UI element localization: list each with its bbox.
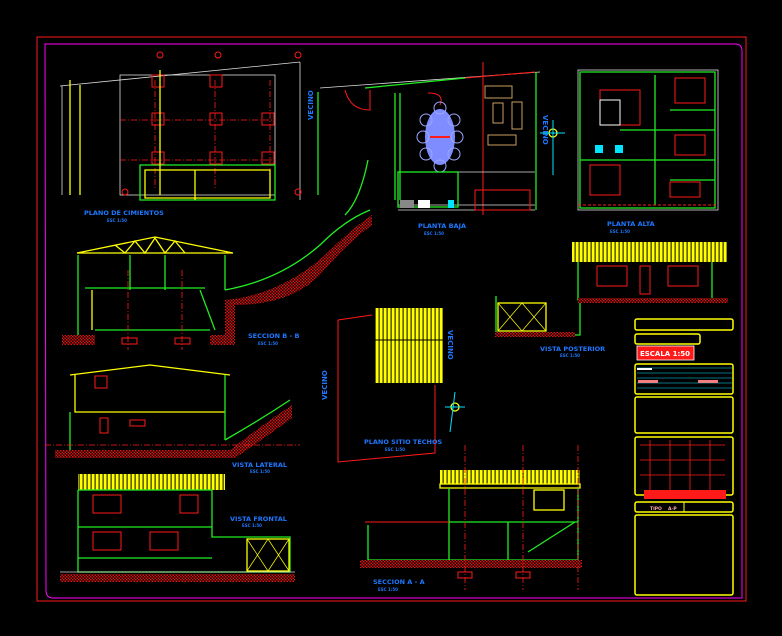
scale-note: ESC 1:50	[385, 447, 405, 452]
scale-note: ESC 1:50	[107, 218, 127, 223]
roof-site-plan: VECINO VECINO PLANO SITIO TECHOS ESC 1:5…	[321, 308, 465, 463]
ground-floor-plan: PLANTA BAJA ESC 1:50 VECINO	[317, 62, 565, 236]
view-title-section-aa: SECCION A - A	[373, 578, 425, 586]
neighbor-label: VECINO	[446, 330, 454, 360]
view-title-section-bb: SECCION B - B	[248, 332, 299, 340]
title-block-type-value: A-P	[668, 506, 677, 512]
title-block: ESCALA 1:50 TIPO A-P	[634, 318, 734, 596]
title-block-type-label: TIPO	[650, 506, 662, 512]
view-title-ground-floor: PLANTA BAJA	[418, 222, 466, 230]
neighbor-label: VECINO	[307, 90, 315, 120]
upper-floor-plan: PLANTA ALTA ESC 1:50	[577, 69, 719, 234]
section-aa: SECCION A - A ESC 1:50	[360, 445, 582, 592]
scale-box	[636, 345, 695, 361]
side-view: VISTA LATERAL ESC 1:50	[45, 364, 300, 474]
inner-frame	[44, 43, 743, 599]
scale-note: ESC 1:50	[610, 229, 630, 234]
scale-note: ESC 1:50	[250, 469, 270, 474]
scale-note: ESC 1:50	[424, 231, 444, 236]
title-block-scale: ESCALA 1:50	[640, 350, 690, 358]
view-title-upper-floor: PLANTA ALTA	[607, 220, 655, 228]
rear-view: VISTA POSTERIOR ESC 1:50	[495, 242, 728, 358]
section-bb: SECCION B - B ESC 1:50	[62, 209, 372, 350]
view-title-foundation-plan: PLANO DE CIMIENTOS	[84, 209, 164, 217]
neighbor-label: VECINO	[321, 370, 329, 400]
scale-note: ESC 1:50	[242, 523, 262, 528]
scale-note: ESC 1:50	[560, 353, 580, 358]
foundation-plan: PLANO DE CIMIENTOS ESC 1:50 VECINO	[59, 51, 315, 223]
scale-note: ESC 1:50	[378, 587, 398, 592]
view-title-front-view: VISTA FRONTAL	[230, 515, 287, 523]
scale-note: ESC 1:50	[258, 341, 278, 346]
view-title-rear-view: VISTA POSTERIOR	[540, 345, 605, 353]
view-title-roof-site-plan: PLANO SITIO TECHOS	[364, 438, 443, 446]
outer-frame	[36, 36, 747, 602]
front-view: VISTA FRONTAL ESC 1:50	[60, 474, 295, 582]
neighbor-label: VECINO	[541, 115, 549, 145]
view-title-side-view: VISTA LATERAL	[232, 461, 287, 469]
